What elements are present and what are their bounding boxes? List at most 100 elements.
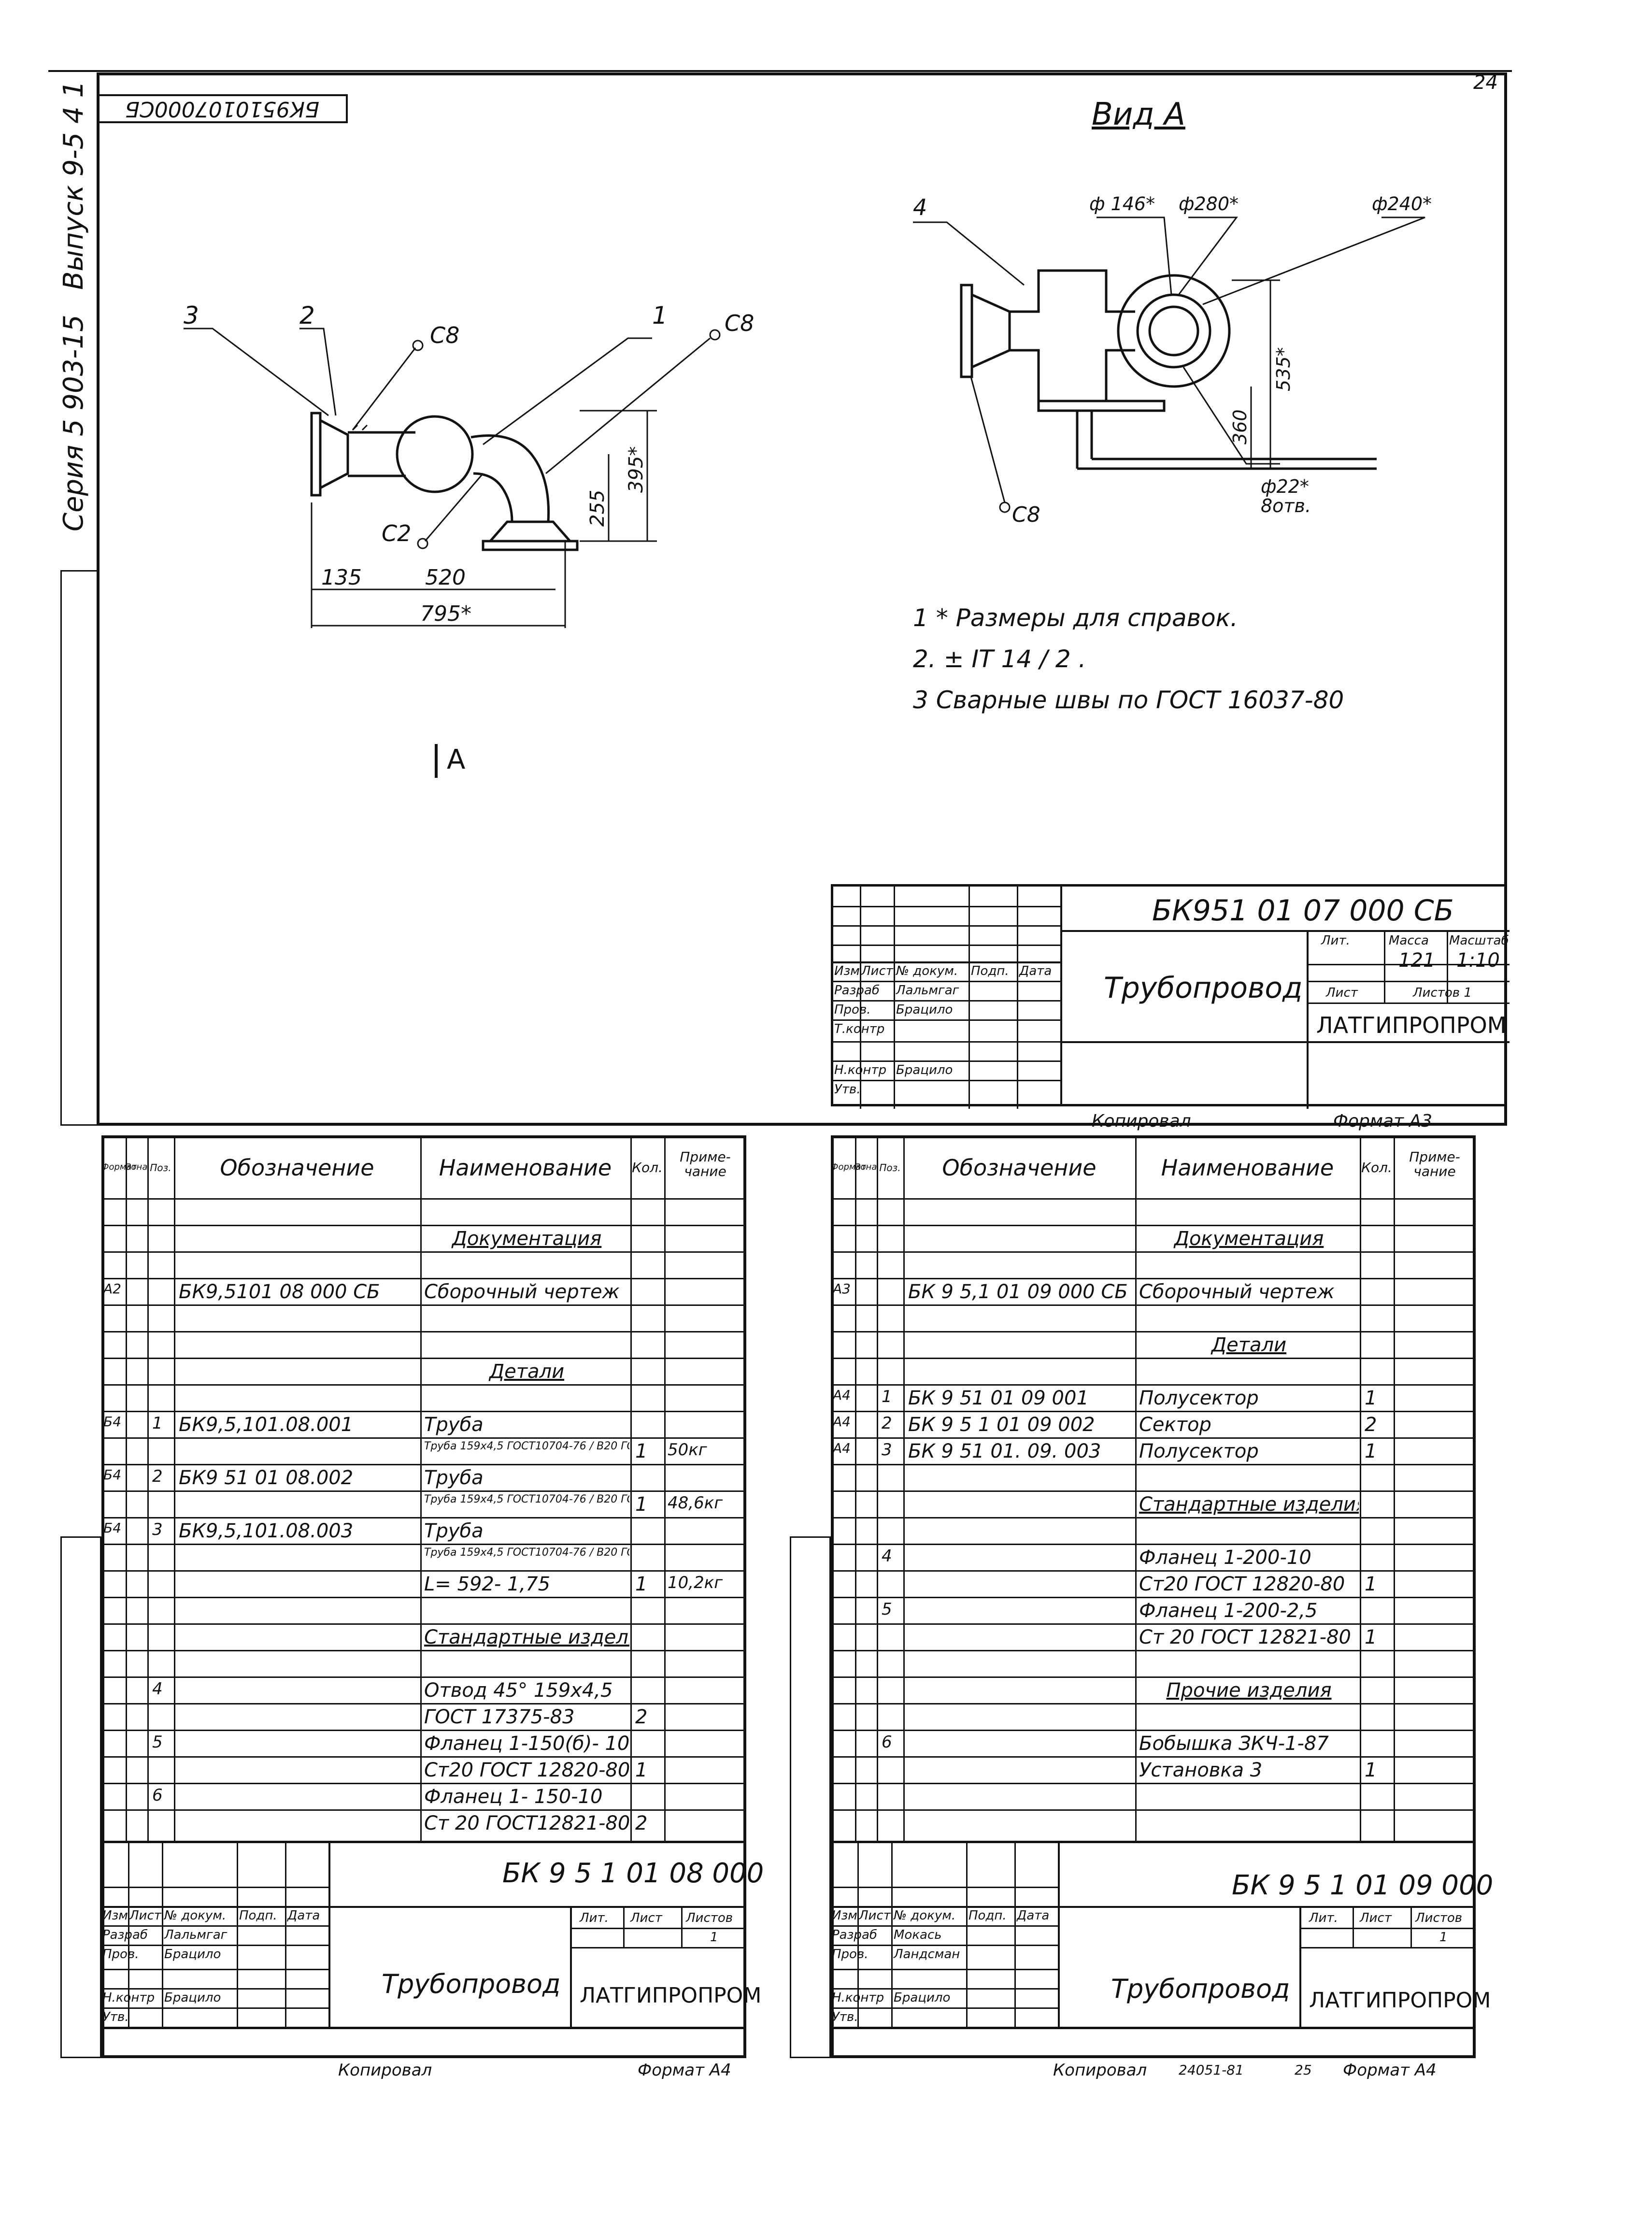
row-qty: 1 (635, 1759, 648, 1781)
table-row (101, 1570, 746, 1572)
row-name: Сборочный чертеж (424, 1281, 620, 1303)
table-row (831, 1464, 1476, 1465)
spec-left-table: Обозначение Наименование Кол. Приме-чани… (101, 1135, 746, 1841)
left-tb-sheets: Листов (686, 1911, 733, 1925)
tb-mass-label: Масса (1389, 933, 1429, 948)
left-tb-org: ЛАТГИПРОПРОМ (580, 1983, 762, 2008)
table-row (831, 1517, 1476, 1518)
left-tb-hdr-list: Лист (129, 1908, 161, 1923)
tb-hdr-list: Лист (861, 964, 893, 978)
tb-hdr-data: Дата (1019, 964, 1052, 978)
row-pos: 3 (152, 1520, 163, 1539)
row-pos: 4 (882, 1547, 892, 1566)
row-name: Детали (1211, 1334, 1287, 1356)
table-row (831, 1623, 1476, 1625)
left-flange (310, 412, 322, 497)
mirror-code: БК9510107000СБ (125, 97, 320, 121)
table-row (101, 1597, 746, 1598)
left-tb-hdr-doc: № докум. (164, 1908, 227, 1923)
spec-left-hdr-name: Наименование (439, 1155, 612, 1181)
row-name: Сектор (1139, 1414, 1211, 1436)
note-1: 1 * Размеры для справок. (913, 604, 1238, 632)
top-sheet-top-line (48, 70, 1512, 72)
row-qty: 1 (1365, 1573, 1377, 1595)
row-name: Ст 20 ГОСТ 12821-80 (1139, 1626, 1351, 1648)
table-row (101, 1331, 746, 1332)
row-designation: БК 9 51 01 09 001 (908, 1387, 1089, 1409)
left-tb-utv-role: Утв. (102, 2010, 129, 2024)
right-tb-nkontr-role: Н.контр (832, 1991, 884, 2005)
left-tb-sheet: Лист (630, 1911, 662, 1925)
view-a-title: Вид А (1092, 97, 1185, 132)
top-side-stamp (60, 570, 99, 1126)
dim-d240: ф240* (1372, 193, 1432, 215)
right-tb-org: ЛАТГИПРОПРОМ (1309, 1988, 1491, 2013)
corner-sheet-number: 24 (1473, 72, 1498, 94)
spec-right-title-block: БК 9 5 1 01 09 000 Изм Лист № докум. Под… (831, 1841, 1493, 2061)
table-row (831, 1278, 1476, 1279)
right-copied: Копировал (1053, 2061, 1147, 2080)
table-row (831, 1597, 1476, 1598)
top-title-block: Изм Лист № докум. Подп. Дата Разраб Лаль… (831, 884, 1510, 1109)
table-row (831, 1384, 1476, 1386)
table-row (831, 1411, 1476, 1412)
dim-d146: ф 146* (1089, 193, 1155, 215)
row-qty: 2 (635, 1812, 648, 1834)
row-name: Фланец 1-200-2,5 (1139, 1600, 1318, 1622)
right-tb-sheet: Лист (1360, 1911, 1392, 1925)
tb-org: ЛАТГИПРОПРОМ (1316, 1012, 1507, 1038)
table-row (831, 1809, 1476, 1811)
tb-hdr-izm: Изм (834, 964, 860, 978)
table-row (831, 1730, 1476, 1731)
right-tb-utv-role: Утв. (832, 2010, 858, 2024)
row-qty: 1 (635, 1440, 648, 1462)
table-row (101, 1411, 746, 1412)
right-tb-hdr-list: Лист (859, 1908, 891, 1923)
row-qty: 1 (1365, 1626, 1377, 1648)
weld-marker-c8b (709, 329, 721, 341)
row-name: Труба (424, 1520, 484, 1542)
row-name: Труба 159х4,5 ГОСТ10704-76 / В20 ГОСТ 10… (424, 1440, 629, 1452)
row-name: Труба (424, 1467, 484, 1489)
row-name: Труба (424, 1414, 484, 1436)
table-row (101, 1623, 746, 1625)
right-tb-hdr-data: Дата (1017, 1908, 1050, 1923)
top-format: Формат А3 (1333, 1111, 1433, 1131)
tb-utv-role: Утв. (834, 1082, 861, 1097)
table-row (101, 1304, 746, 1306)
table-row (831, 1198, 1476, 1200)
tb-scale-label: Масштаб (1449, 933, 1509, 948)
row-designation: БК9,5,101.08.001 (179, 1414, 354, 1436)
dim-360: 360 (1229, 409, 1251, 444)
table-row (831, 1570, 1476, 1572)
dim-135: 135 (321, 565, 362, 590)
view-a-drawing: 4 С8 ф 146* ф280* ф240* 360 535* ф22* 8о… (913, 193, 1432, 527)
row-name: Стандартные изделия (424, 1626, 629, 1648)
weld-marker-c2 (417, 538, 428, 549)
table-row (831, 1304, 1476, 1306)
tee-circle (396, 415, 474, 493)
table-row (101, 1756, 746, 1758)
right-tb-hdr-doc: № докум. (894, 1908, 956, 1923)
table-row (831, 1331, 1476, 1332)
spec-left-hdr-designation: Обозначение (220, 1155, 374, 1181)
row-name: Бобышка ЗКЧ-1-87 (1139, 1733, 1329, 1755)
view-a-arrow-mark (435, 744, 438, 778)
table-row (101, 1544, 746, 1545)
left-tb-code: БК 9 5 1 01 08 000 (502, 1858, 764, 1889)
spec-right-hdr-designation: Обозначение (942, 1155, 1097, 1181)
table-row (101, 1198, 746, 1200)
row-pos: 5 (882, 1600, 892, 1619)
spec-right-hdr-format: Формат (831, 1162, 867, 1172)
row-name: Отвод 45° 159х4,5 (424, 1679, 613, 1702)
right-side-stamp (790, 1536, 831, 2058)
left-tb-nkontr-name: Брацило (164, 1991, 221, 2005)
row-name: Детали (489, 1361, 565, 1383)
row-pos: 1 (152, 1414, 163, 1433)
dim-d22: ф22* (1261, 476, 1309, 497)
table-row (831, 1544, 1476, 1545)
row-designation: БК9,5101 08 000 СБ (179, 1281, 380, 1303)
tb-tkontr-role: Т.контр (834, 1022, 885, 1036)
table-row (831, 1703, 1476, 1704)
table-row (831, 1358, 1476, 1359)
